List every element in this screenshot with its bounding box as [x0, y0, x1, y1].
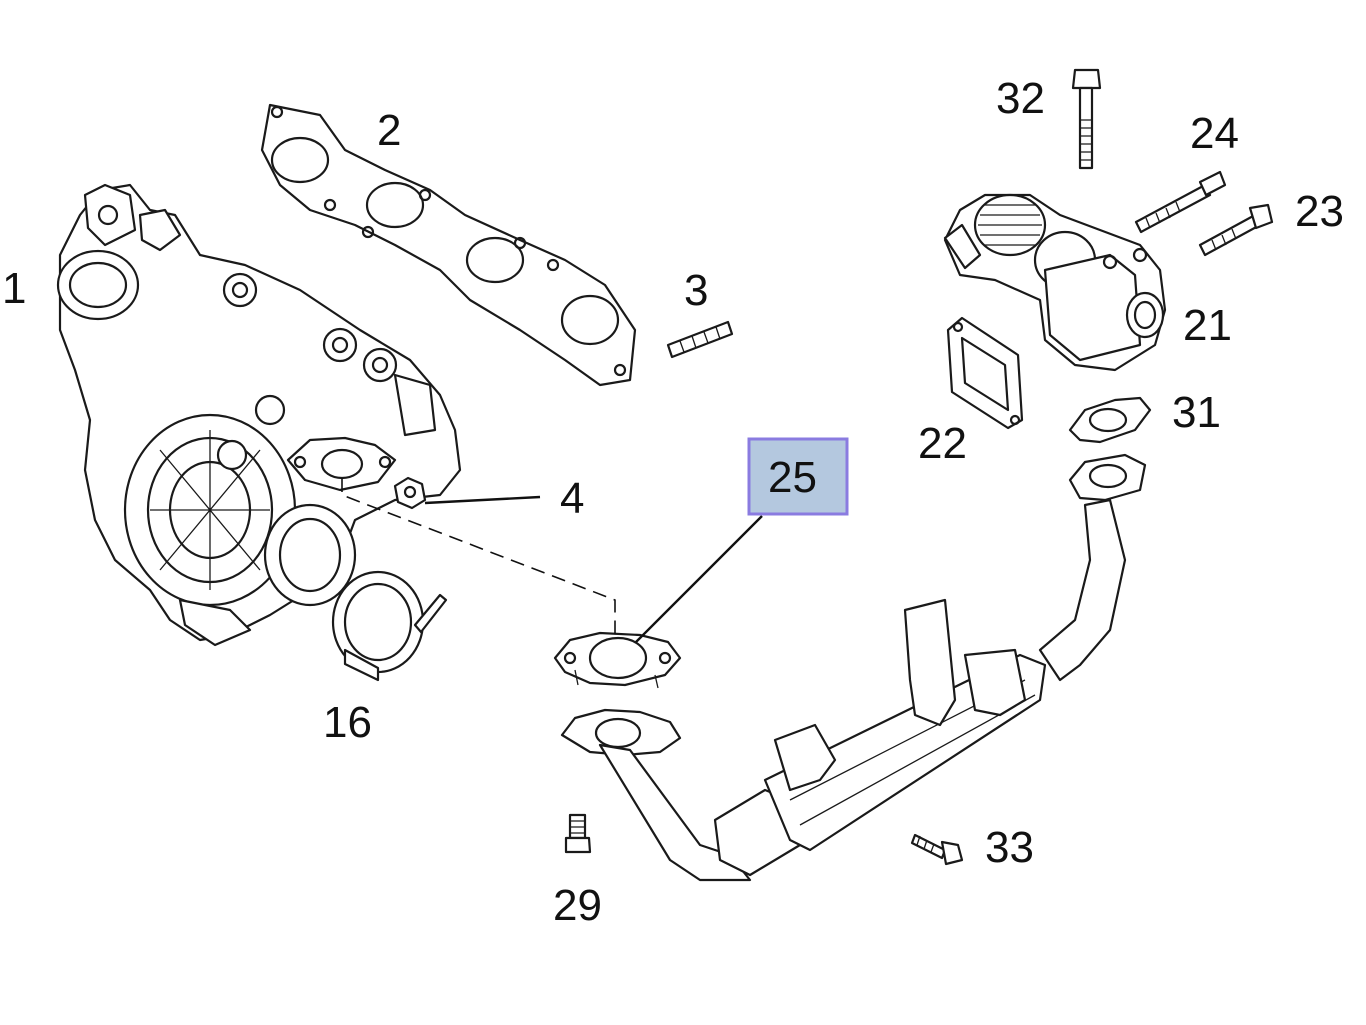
callout-22: 22	[918, 419, 967, 468]
callout-4: 4	[560, 474, 584, 523]
callout-labels: 1 2 3 4 16 21 22 23 24 25 29 31 32 33	[2, 74, 1344, 930]
egr-valve[interactable]	[943, 193, 1167, 372]
v-band-clamp[interactable]	[331, 570, 448, 682]
callout-21: 21	[1183, 301, 1232, 350]
manifold-gasket[interactable]	[260, 103, 637, 387]
callout-25: 25	[768, 453, 817, 502]
callout-16: 16	[323, 698, 372, 747]
bolt-23[interactable]	[1198, 203, 1274, 257]
callout-1: 1	[2, 264, 26, 313]
bolt-32[interactable]	[1071, 68, 1102, 170]
leader-lines	[341, 478, 763, 643]
callout-29: 29	[553, 881, 602, 930]
callout-23: 23	[1295, 187, 1344, 236]
callout-24: 24	[1190, 109, 1239, 158]
callout-2: 2	[377, 106, 401, 155]
callout-31: 31	[1172, 388, 1221, 437]
callout-32: 32	[996, 74, 1045, 123]
hex-nut[interactable]	[393, 476, 427, 510]
pipe-flange-gasket[interactable]	[1068, 396, 1152, 444]
callout-3: 3	[684, 266, 708, 315]
leader-25	[635, 515, 763, 643]
leader-4	[424, 495, 541, 505]
stud-bolt[interactable]	[666, 320, 734, 359]
stud-24[interactable]	[1134, 170, 1227, 234]
bolt-29[interactable]	[564, 813, 592, 854]
highlight-box-25[interactable]	[747, 437, 849, 516]
guide-dashed	[341, 478, 616, 640]
egr-pipe-cooler[interactable]	[560, 453, 1147, 882]
turbocharger-manifold[interactable]	[56, 183, 462, 647]
egr-valve-gasket[interactable]	[946, 316, 1024, 430]
bolt-33[interactable]	[910, 833, 964, 866]
egr-gasket[interactable]	[553, 631, 682, 689]
callout-33: 33	[985, 823, 1034, 872]
